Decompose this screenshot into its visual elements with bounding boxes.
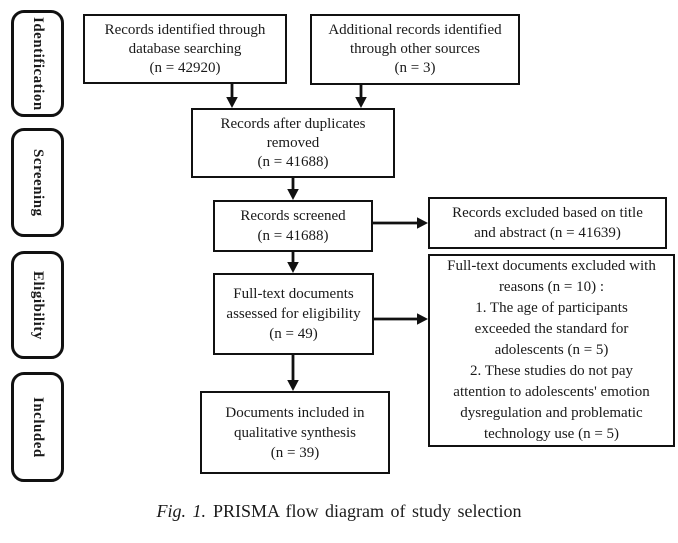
box-line: 1. The age of participants xyxy=(475,300,628,316)
box-fulltext-excluded-reasons: Full-text documents excluded with reason… xyxy=(428,254,675,447)
figure-caption-label: Fig. 1. xyxy=(156,501,207,521)
box-line: Additional records identified xyxy=(328,22,502,38)
stage-identification-label: Identification xyxy=(30,16,46,111)
box-records-screened: Records screened (n = 41688) xyxy=(213,200,373,252)
box-records-excluded-title-abstract: Records excluded based on title and abst… xyxy=(428,197,667,249)
stage-included: Included xyxy=(11,372,64,482)
stage-screening-label: Screening xyxy=(30,148,46,217)
figure-caption-title: PRISMA flow diagram of study selection xyxy=(213,501,522,521)
arrow-screened-to-fulltext xyxy=(287,252,299,273)
arrow-screened-to-excluded xyxy=(373,217,428,229)
box-line: (n = 41688) xyxy=(257,228,329,244)
stage-screening: Screening xyxy=(11,128,64,237)
arrow-fulltext-to-included xyxy=(287,355,299,391)
box-line: (n = 39) xyxy=(270,444,320,461)
box-line: Records excluded based on title xyxy=(452,205,643,221)
box-line: (n = 49) xyxy=(269,326,318,342)
box-additional-records-other-sources: Additional records identified through ot… xyxy=(310,14,520,85)
box-line: exceeded the standard for xyxy=(474,321,629,337)
arrow-identified-to-duplicates xyxy=(226,84,238,108)
box-line: Full-text documents xyxy=(233,286,354,302)
box-line: through other sources xyxy=(350,41,480,57)
box-line: dysregulation and problematic xyxy=(460,405,643,421)
box-records-identified-database: Records identified through database sear… xyxy=(83,14,287,84)
box-line: reasons (n = 10) : xyxy=(498,279,605,295)
box-line: (n = 3) xyxy=(394,60,436,76)
box-line: Records screened xyxy=(240,208,346,224)
box-line: removed xyxy=(266,134,320,151)
box-line: (n = 42920) xyxy=(149,59,221,76)
box-line: Records after duplicates xyxy=(220,115,366,132)
box-line: (n = 41688) xyxy=(257,153,329,170)
box-line: technology use (n = 5) xyxy=(483,426,620,442)
box-line: attention to adolescents' emotion xyxy=(453,384,650,400)
stage-eligibility-label: Eligibility xyxy=(30,270,46,340)
arrow-duplicates-to-screened xyxy=(287,178,299,200)
box-fulltext-assessed-eligibility: Full-text documents assessed for eligibi… xyxy=(213,273,374,355)
arrow-fulltext-to-excluded-reasons xyxy=(374,313,428,325)
box-line: 2. These studies do not pay xyxy=(469,363,634,379)
box-line: database searching xyxy=(128,40,242,57)
stage-included-label: Included xyxy=(30,396,46,458)
box-line: and abstract (n = 41639) xyxy=(474,225,621,241)
box-line: qualitative synthesis xyxy=(233,424,357,441)
arrow-additional-to-duplicates xyxy=(355,85,367,108)
figure-caption: Fig. 1. PRISMA flow diagram of study sele… xyxy=(0,501,678,522)
box-documents-included-qualitative: Documents included in qualitative synthe… xyxy=(200,391,390,474)
stage-eligibility: Eligibility xyxy=(11,251,64,359)
box-line: adolescents (n = 5) xyxy=(494,342,609,358)
box-line: Records identified through xyxy=(104,21,266,38)
box-line: Documents included in xyxy=(225,404,365,421)
box-line: Full-text documents excluded with xyxy=(447,258,656,274)
stage-identification: Identification xyxy=(11,10,64,117)
box-records-after-duplicates-removed: Records after duplicates removed (n = 41… xyxy=(191,108,395,178)
box-line: assessed for eligibility xyxy=(226,306,361,322)
